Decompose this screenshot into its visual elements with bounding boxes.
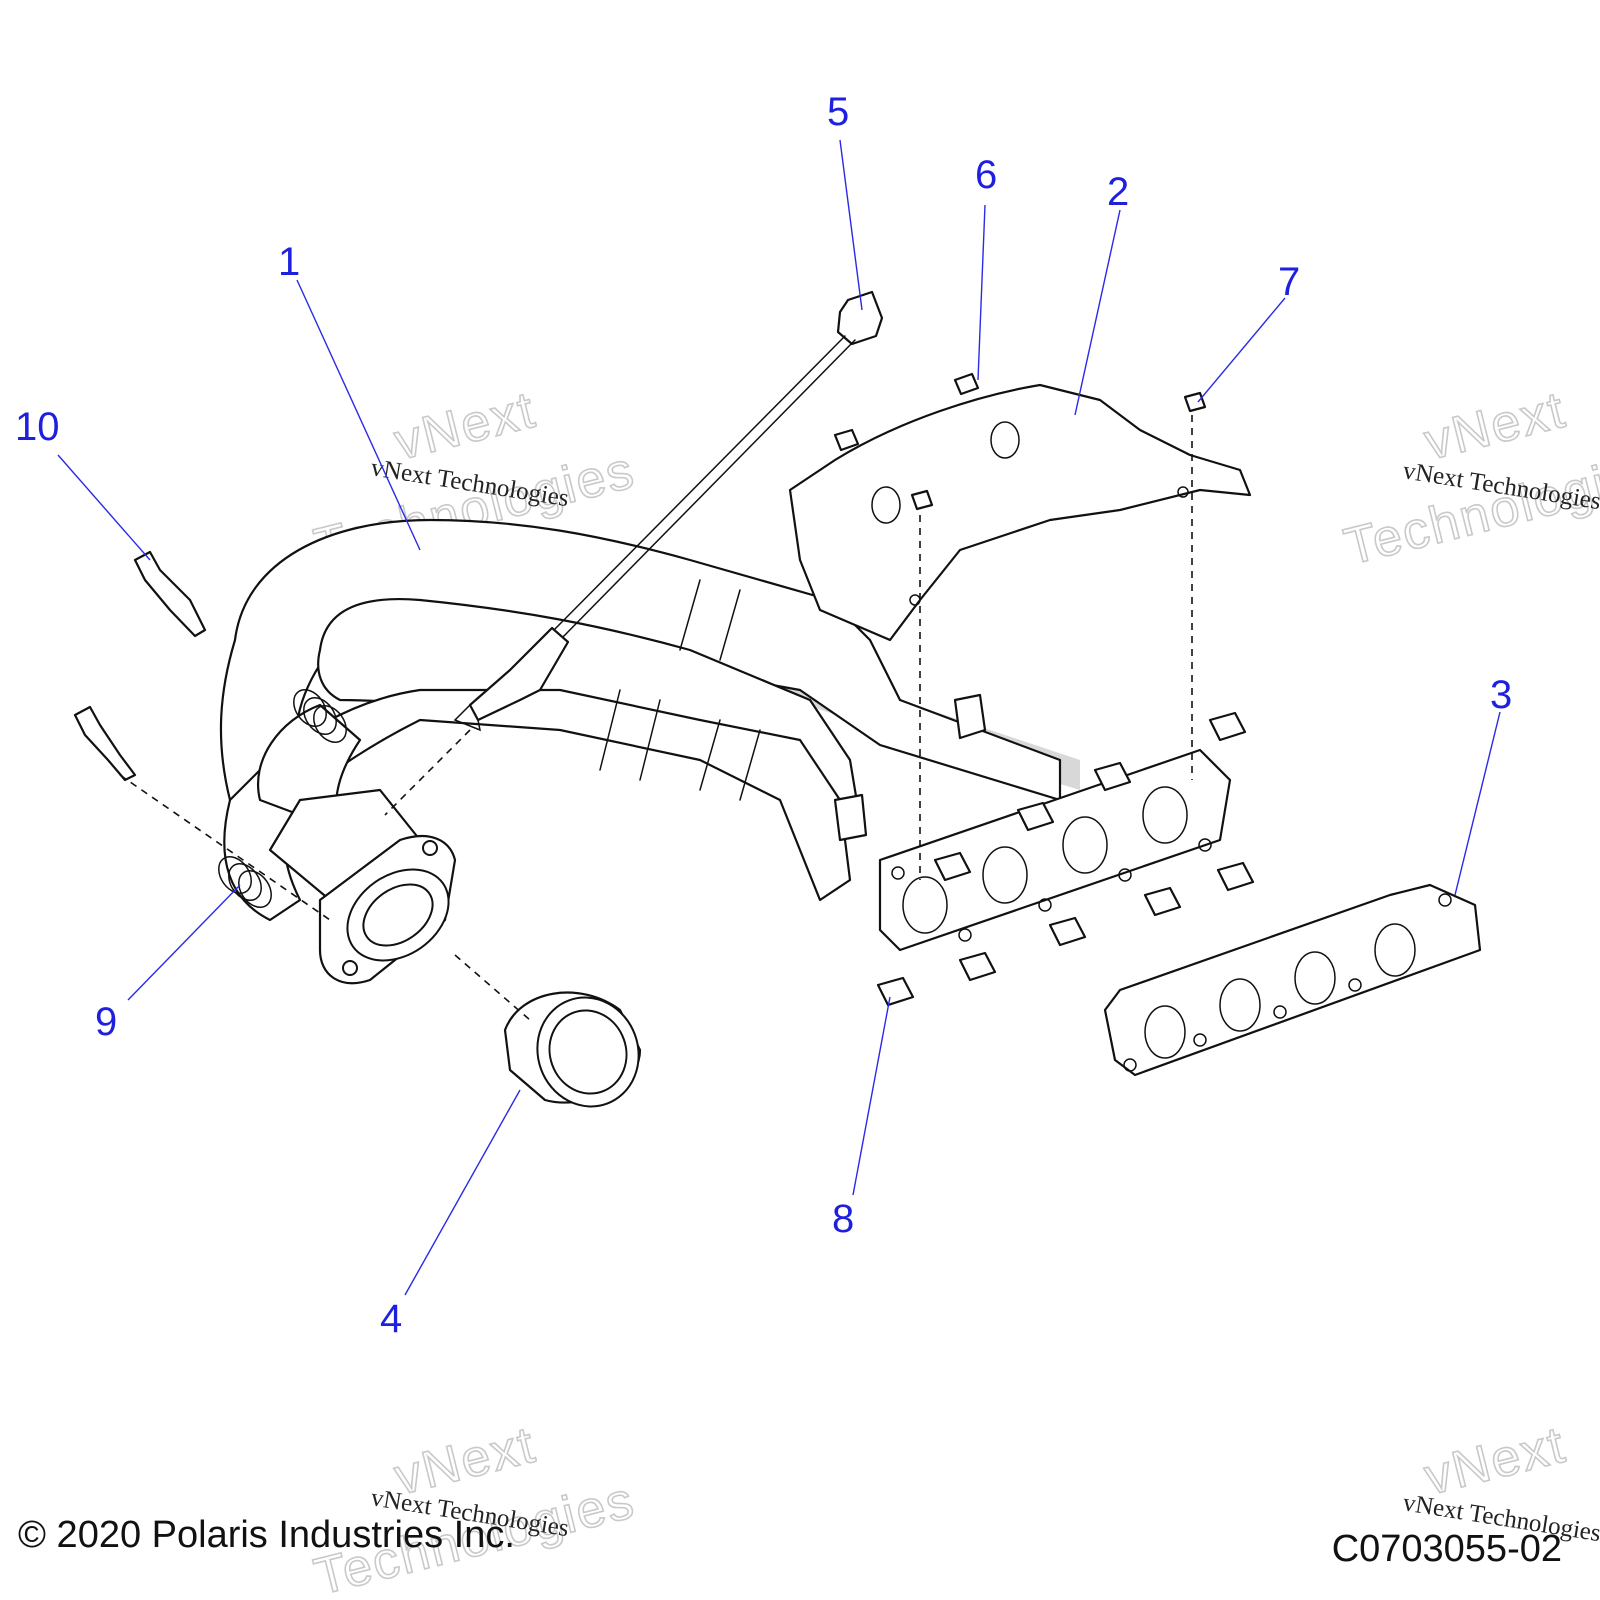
watermark-bottom-left: vNext Technologies vNext Technologies: [308, 1415, 641, 1600]
drawing-number: C0703055-02: [1331, 1528, 1562, 1570]
watermark-big-line1: vNext: [1419, 381, 1572, 472]
callout-10: 10: [15, 405, 60, 449]
callout-numbers: 1 2 3 4 5 6 7 8 9 10: [15, 90, 1512, 1341]
callout-5: 5: [827, 90, 849, 134]
oxygen-sensor: [384, 290, 884, 816]
callout-2: 2: [1107, 170, 1129, 214]
watermark-big-line1: vNext: [1419, 1416, 1572, 1507]
copyright-notice: © 2020 Polaris Industries Inc.: [18, 1514, 515, 1556]
watermark-top-right: vNext Technologies vNext Technologies: [1338, 380, 1600, 577]
callout-1: 1: [278, 240, 300, 284]
shield-bolts: [833, 372, 1207, 880]
leader-lines: [57, 139, 1501, 1296]
callout-4: 4: [380, 1297, 402, 1341]
exhaust-manifold-pipe: [219, 518, 1232, 985]
exhaust-seal-ring: [454, 954, 642, 1108]
watermark-big-line1: vNext: [389, 381, 542, 472]
flange-bolts: [73, 550, 331, 921]
spring-on-pipe: [293, 689, 347, 743]
spring-9: [218, 856, 272, 908]
manifold-gasket: [1103, 883, 1482, 1077]
heat-shield: [788, 383, 1252, 642]
callout-8: 8: [832, 1197, 854, 1241]
callout-3: 3: [1490, 673, 1512, 717]
callout-6: 6: [975, 153, 997, 197]
callout-9: 9: [95, 1000, 117, 1044]
manifold-nuts: [876, 711, 1255, 1007]
callout-7: 7: [1278, 260, 1300, 304]
